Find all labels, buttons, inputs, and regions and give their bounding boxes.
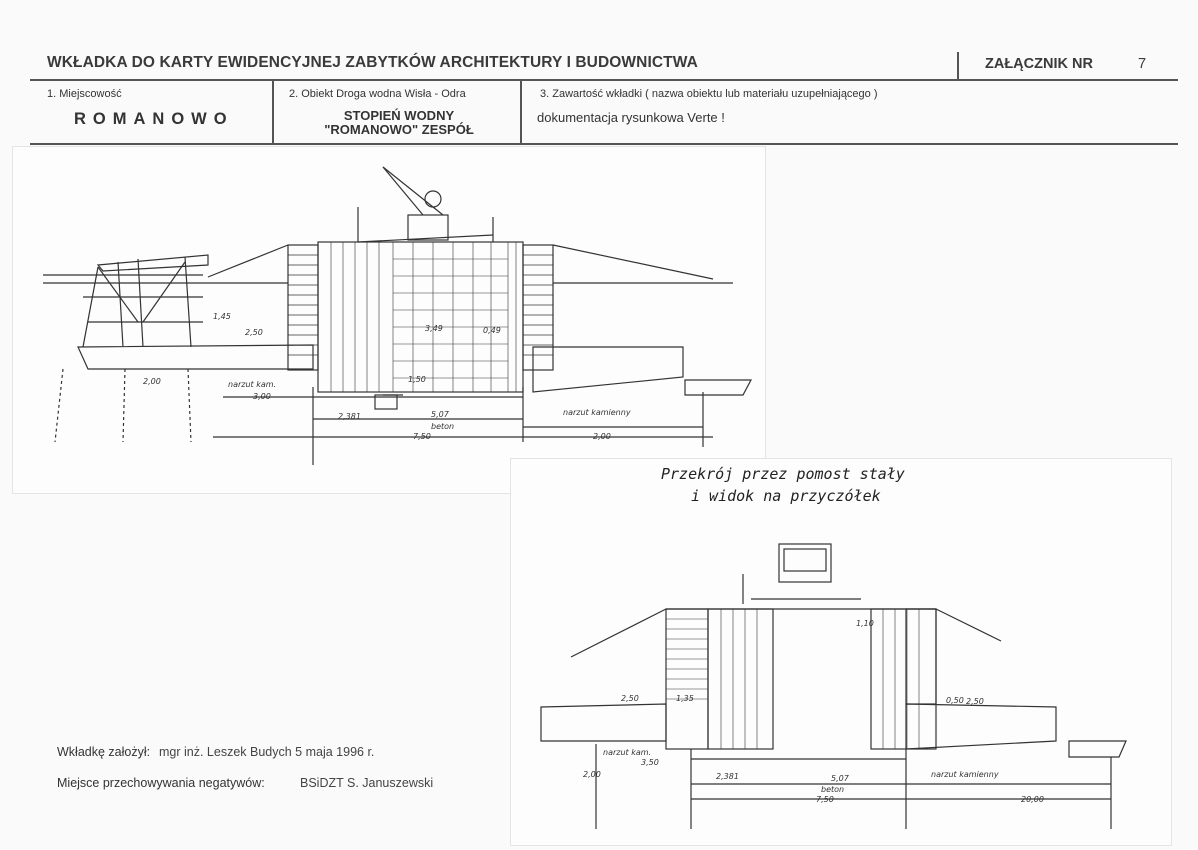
top-dim-14: 0,49	[483, 326, 501, 335]
trestle-beam	[96, 254, 209, 272]
content-label: 3. Zawartość wkładki ( nazwa obiektu lub…	[540, 88, 878, 100]
bottom-label-narzut-kamienny: narzut kamienny	[931, 770, 999, 779]
top-dim-15: 1,50	[408, 375, 426, 384]
storage-label: Miejsce przechowywania negatywów:	[57, 776, 265, 790]
founder-label: Wkładkę założył:	[57, 745, 151, 759]
top-dim-6: 5,07	[431, 410, 450, 419]
top-dim-5: 2,381	[338, 412, 361, 421]
content-value: dokumentacja rysunkowa Verte !	[537, 110, 725, 125]
header-rule-bottom	[30, 143, 1178, 145]
bottom-section-drawing: Przekrój przez pomost stały i widok na p…	[510, 458, 1172, 846]
bottom-dim-1: 2,50	[621, 694, 639, 703]
field-divider-1	[272, 80, 274, 144]
top-dim-3: 2,00	[143, 377, 161, 386]
bottom-dim-7: 2,381	[716, 772, 739, 781]
header-rule-top	[30, 79, 1178, 81]
object-value-line2: "ROMANOWO" ZESPÓŁ	[324, 122, 474, 137]
bottom-dim-8: 5,07	[831, 774, 850, 783]
object-value-line1: STOPIEŃ WODNY	[343, 108, 455, 123]
annex-divider	[957, 52, 959, 80]
place-value: ROMANOWO	[74, 110, 234, 128]
top-label-narzut: narzut kam.	[228, 380, 276, 389]
drawing-caption-line1: Przekrój przez pomost stały	[661, 465, 905, 483]
top-label-narzut-kamienny: narzut kamienny	[563, 408, 631, 417]
bottom-dim-5: 1,10	[856, 619, 874, 628]
bottom-dim-4: 2,50	[966, 697, 984, 706]
document-title: WKŁADKA DO KARTY EWIDENCYJNEJ ZABYTKÓW A…	[47, 54, 698, 71]
bottom-dim-6: 3,50	[641, 758, 659, 767]
bottom-drawing-svg: 2,50 1,35 0,50 2,50 1,10 3,50 2,381 5,07…	[540, 543, 1127, 829]
field-divider-2	[520, 80, 522, 144]
top-dim-1: 1,45	[213, 312, 231, 321]
top-dim-13: 3,49	[425, 324, 443, 333]
bottom-label-narzut: narzut kam.	[603, 748, 651, 757]
object-label: 2. Obiekt Droga wodna Wisła - Odra	[289, 88, 466, 100]
top-drawing-svg: 1,45 2,50 3,49 0,49 2,00 3,00 2,381 5,07…	[43, 166, 752, 465]
founder-value: mgr inż. Leszek Budych 5 maja 1996 r.	[159, 745, 375, 759]
top-dim-7: 7,50	[413, 432, 431, 441]
bottom-dim-2: 1,35	[676, 694, 694, 703]
top-section-drawing: 1,45 2,50 3,49 0,49 2,00 3,00 2,381 5,07…	[12, 146, 766, 494]
bottom-dim-10: 20,00	[1021, 795, 1044, 804]
bottom-label-beton: beton	[821, 785, 844, 794]
bottom-dim-9: 7,50	[816, 795, 834, 804]
place-label: 1. Miejscowość	[47, 88, 122, 100]
drawing-caption-line2: i widok na przyczółek	[691, 487, 881, 505]
annex-number: 7	[1138, 56, 1147, 72]
top-dim-8: 2,00	[593, 432, 611, 441]
top-label-beton: beton	[431, 422, 454, 431]
storage-value: BSiDZT S. Januszewski	[300, 776, 434, 790]
top-dim-4: 3,00	[253, 392, 271, 401]
object-value: STOPIEŃ WODNY "ROMANOWO" ZESPÓŁ	[280, 109, 518, 137]
bottom-dim-11: 2,00	[583, 770, 601, 779]
bottom-dim-3: 0,50	[946, 696, 964, 705]
annex-label: ZAŁĄCZNIK NR	[985, 56, 1093, 72]
top-dim-2: 2,50	[245, 328, 263, 337]
